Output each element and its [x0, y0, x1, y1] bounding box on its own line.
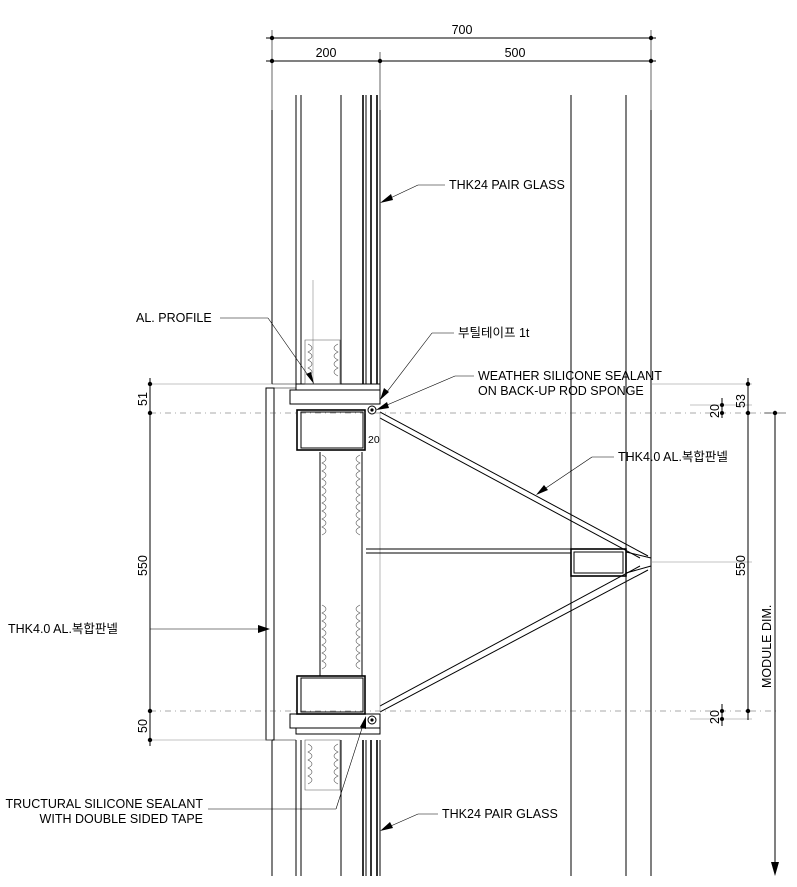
label-weather-sealant-line2: ON BACK-UP ROD SPONGE: [478, 384, 644, 398]
dim-top-total: 700: [452, 23, 473, 37]
dim-left-bottom: 50: [136, 719, 150, 733]
dim-left-mid: 550: [136, 555, 150, 576]
dim-right-mid: 550: [734, 555, 748, 576]
dim-left-top: 51: [136, 392, 150, 406]
reference-lines: [150, 383, 780, 741]
label-glass-top: THK24 PAIR GLASS: [449, 178, 565, 192]
dim-right-bottom: 20: [708, 710, 722, 724]
top-dimension-group: 700 200 500: [266, 23, 656, 110]
left-panel: [265, 387, 363, 741]
label-structural-line1: TRUCTURAL SILICONE SEALANT: [6, 797, 204, 811]
triangular-fin: [366, 411, 652, 713]
label-al-profile: AL. PROFILE: [136, 311, 212, 325]
label-butyl-tape: 부틸테이프 1t: [458, 326, 530, 340]
dim-right-top-a: 20: [708, 404, 722, 418]
dim-top-left: 200: [316, 46, 337, 60]
left-dimension-group: 51 550 50: [136, 378, 153, 746]
label-panel-left: THK4.0 AL.복합판넬: [8, 622, 118, 636]
label-weather-sealant-line1: WEATHER SILICONE SEALANT: [478, 369, 662, 383]
bottom-transom: [289, 675, 381, 791]
label-glass-bottom: THK24 PAIR GLASS: [442, 807, 558, 821]
top-transom: [272, 339, 381, 451]
dim-module: MODULE DIM.: [760, 605, 774, 688]
annotations: THK24 PAIR GLASS AL. PROFILE 부틸테이프 1t WE…: [6, 178, 728, 831]
vertical-lines: [271, 95, 652, 876]
dim-top-right: 500: [505, 46, 526, 60]
label-structural-line2: WITH DOUBLE SIDED TAPE: [40, 812, 203, 826]
dim-right-top-b: 53: [734, 394, 748, 408]
label-panel-right: THK4.0 AL.복합판넬: [618, 450, 728, 464]
dim-inner-gap: 20: [368, 434, 380, 446]
right-dimension-group: 20 53 550 20 MODULE DIM. 20: [368, 378, 786, 876]
